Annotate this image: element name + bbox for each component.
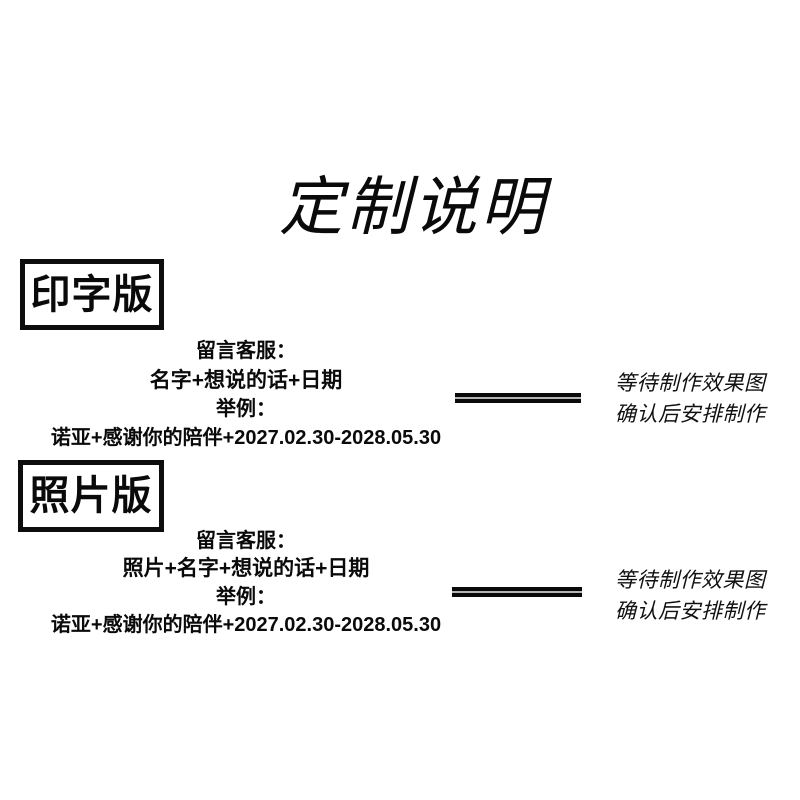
- instructions-print: 留言客服： 名字+想说的话+日期 举例： 诺亚+感谢你的陪伴+2027.02.3…: [12, 337, 480, 453]
- divider-bar-top: [455, 393, 581, 397]
- divider-bar-gap: [452, 591, 582, 593]
- instruction-line-format: 照片+名字+想说的话+日期: [122, 557, 370, 580]
- instruction-line-format: 名字+想说的话+日期: [149, 369, 343, 392]
- divider-bar-top: [452, 587, 582, 591]
- version-label-print: 印字版: [30, 272, 154, 317]
- note-line-2: 确认后安排制作: [615, 402, 766, 426]
- version-box-photo: 照片版: [18, 460, 164, 532]
- instruction-line-example: 诺亚+感谢你的陪伴+2027.02.30-2028.05.30: [50, 427, 442, 449]
- note-line-1: 等待制作效果图: [615, 371, 766, 395]
- divider-bar-bottom: [455, 399, 581, 403]
- divider-line: [452, 587, 582, 597]
- instruction-line-example-label: 举例：: [216, 398, 276, 420]
- instruction-line-example-label: 举例：: [216, 586, 276, 608]
- divider-bar-gap: [455, 397, 581, 399]
- instructions-photo: 留言客服： 照片+名字+想说的话+日期 举例： 诺亚+感谢你的陪伴+2027.0…: [12, 527, 480, 639]
- divider-line: [455, 393, 581, 403]
- version-box-print: 印字版: [20, 259, 164, 330]
- note-line-1: 等待制作效果图: [615, 568, 766, 592]
- version-label-photo: 照片版: [29, 474, 153, 518]
- note-line-2: 确认后安排制作: [615, 599, 766, 623]
- instruction-line-example: 诺亚+感谢你的陪伴+2027.02.30-2028.05.30: [50, 614, 442, 636]
- page-title: 定制说明: [279, 172, 547, 243]
- instruction-line-contact: 留言客服：: [196, 530, 296, 552]
- note-print: 等待制作效果图 确认后安排制作: [615, 368, 795, 430]
- note-photo: 等待制作效果图 确认后安排制作: [615, 565, 795, 627]
- instruction-line-contact: 留言客服：: [196, 340, 296, 362]
- divider-bar-bottom: [452, 593, 582, 597]
